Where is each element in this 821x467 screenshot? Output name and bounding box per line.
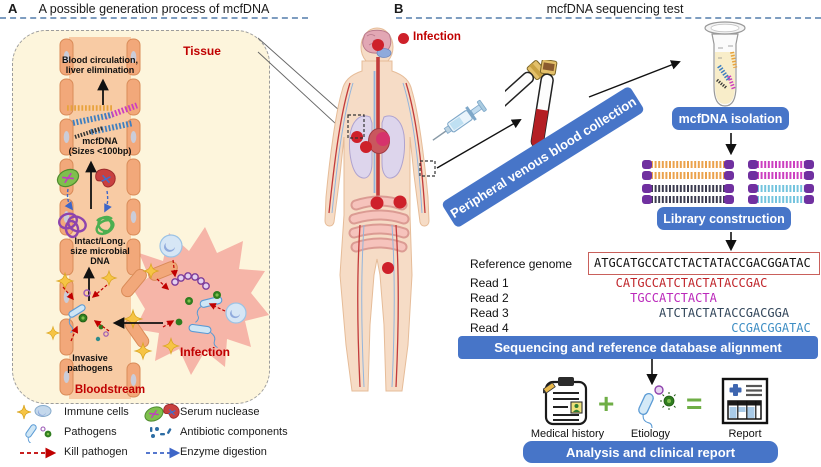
arteries bbox=[328, 82, 426, 388]
panel-a-label: A bbox=[8, 1, 18, 16]
plus-sign: + bbox=[598, 388, 615, 419]
panel-a-divider bbox=[0, 17, 308, 19]
blood-tubes-icon bbox=[505, 60, 558, 149]
legend-pathogens: Pathogens bbox=[64, 426, 117, 438]
etiology-icon bbox=[638, 385, 676, 428]
blood-circulation-label: Blood circulation, liver elimination bbox=[61, 55, 138, 76]
microbial-dna-tangles bbox=[58, 212, 115, 239]
blood-tube-diagonal bbox=[505, 60, 547, 123]
panel-a-illustration bbox=[46, 37, 269, 399]
arm-sample-box bbox=[419, 160, 436, 177]
rod-bacterium bbox=[188, 323, 218, 349]
reference-genome-label: Reference genome bbox=[470, 257, 573, 271]
spiky-microbe bbox=[660, 392, 676, 410]
serum-nuclease-icon bbox=[144, 403, 180, 422]
arrow-tubes-to-tube bbox=[588, 60, 681, 98]
library-button: Library construction bbox=[657, 207, 791, 230]
infection-label-a: Infection bbox=[180, 345, 230, 359]
medical-history-icon bbox=[543, 377, 588, 426]
analysis-banner: Analysis and clinical report bbox=[523, 441, 778, 463]
pathogens-icon bbox=[25, 424, 52, 443]
tissue-label: Tissue bbox=[183, 44, 221, 58]
reference-genome-row: Reference genome bbox=[470, 257, 594, 272]
medical-history-label: Medical history bbox=[530, 428, 605, 440]
etiology-label: Etiology bbox=[630, 428, 671, 440]
heart-zoom-box bbox=[347, 114, 365, 139]
isolation-tube-icon bbox=[704, 21, 746, 107]
mcfdna-label: mcfDNA (Sizes <100bp) bbox=[68, 136, 132, 157]
blood-tube-vertical bbox=[530, 60, 558, 149]
legend-serum-nuclease: Serum nuclease bbox=[180, 406, 260, 418]
library-fragments bbox=[642, 160, 814, 204]
antibiotic-components-icon bbox=[150, 427, 172, 438]
panel-b-label: B bbox=[394, 1, 404, 16]
legend-antibiotic-components: Antibiotic components bbox=[180, 426, 288, 438]
cocci-chain bbox=[171, 272, 210, 290]
intact-dna-label: Intact/Long. size microbial DNA bbox=[70, 236, 130, 267]
panel-a-title: A possible generation process of mcfDNA bbox=[38, 2, 270, 16]
legend-enzyme-digestion: Enzyme digestion bbox=[180, 446, 267, 458]
serum-nucleases bbox=[56, 160, 116, 213]
bloodstream-label: Bloodstream bbox=[74, 384, 146, 396]
reference-genome-box: ATGCATGCCATCTACTATACCGACGGATAC bbox=[588, 252, 820, 275]
legend-immune-cells: Immune cells bbox=[64, 406, 129, 418]
alignment-banner: Sequencing and reference database alignm… bbox=[458, 336, 818, 359]
infection-dots bbox=[351, 39, 407, 274]
invasive-pathogens bbox=[62, 284, 110, 342]
equals-sign: = bbox=[686, 388, 703, 419]
infection-label-b: Infection bbox=[413, 31, 461, 43]
panel-b-divider bbox=[396, 17, 821, 19]
infection-site-cells bbox=[156, 234, 247, 349]
syringe-icon bbox=[432, 99, 487, 141]
legend-kill-pathogen: Kill pathogen bbox=[64, 446, 128, 458]
kill-pathogen-arrow-icon bbox=[20, 447, 57, 459]
immune-cells-icon bbox=[16, 404, 52, 420]
infection-dot bbox=[398, 33, 409, 44]
white-blood-cell bbox=[225, 302, 247, 324]
panel-a-box bbox=[12, 30, 270, 404]
report-label: Report bbox=[728, 428, 762, 440]
isolation-button: mcfDNA isolation bbox=[672, 107, 789, 130]
panel-b-title: mcfDNA sequencing test bbox=[546, 2, 684, 16]
white-blood-cell bbox=[159, 234, 183, 258]
invasive-pathogens-label: Invasive pathogens bbox=[67, 353, 113, 374]
enzyme-digestion-arrow-icon bbox=[146, 447, 181, 459]
report-icon bbox=[721, 377, 769, 425]
reference-sequence: ATGCATGCCATCTACTATACCGACGGATAC bbox=[594, 256, 811, 270]
human-body-illustration bbox=[324, 27, 436, 392]
